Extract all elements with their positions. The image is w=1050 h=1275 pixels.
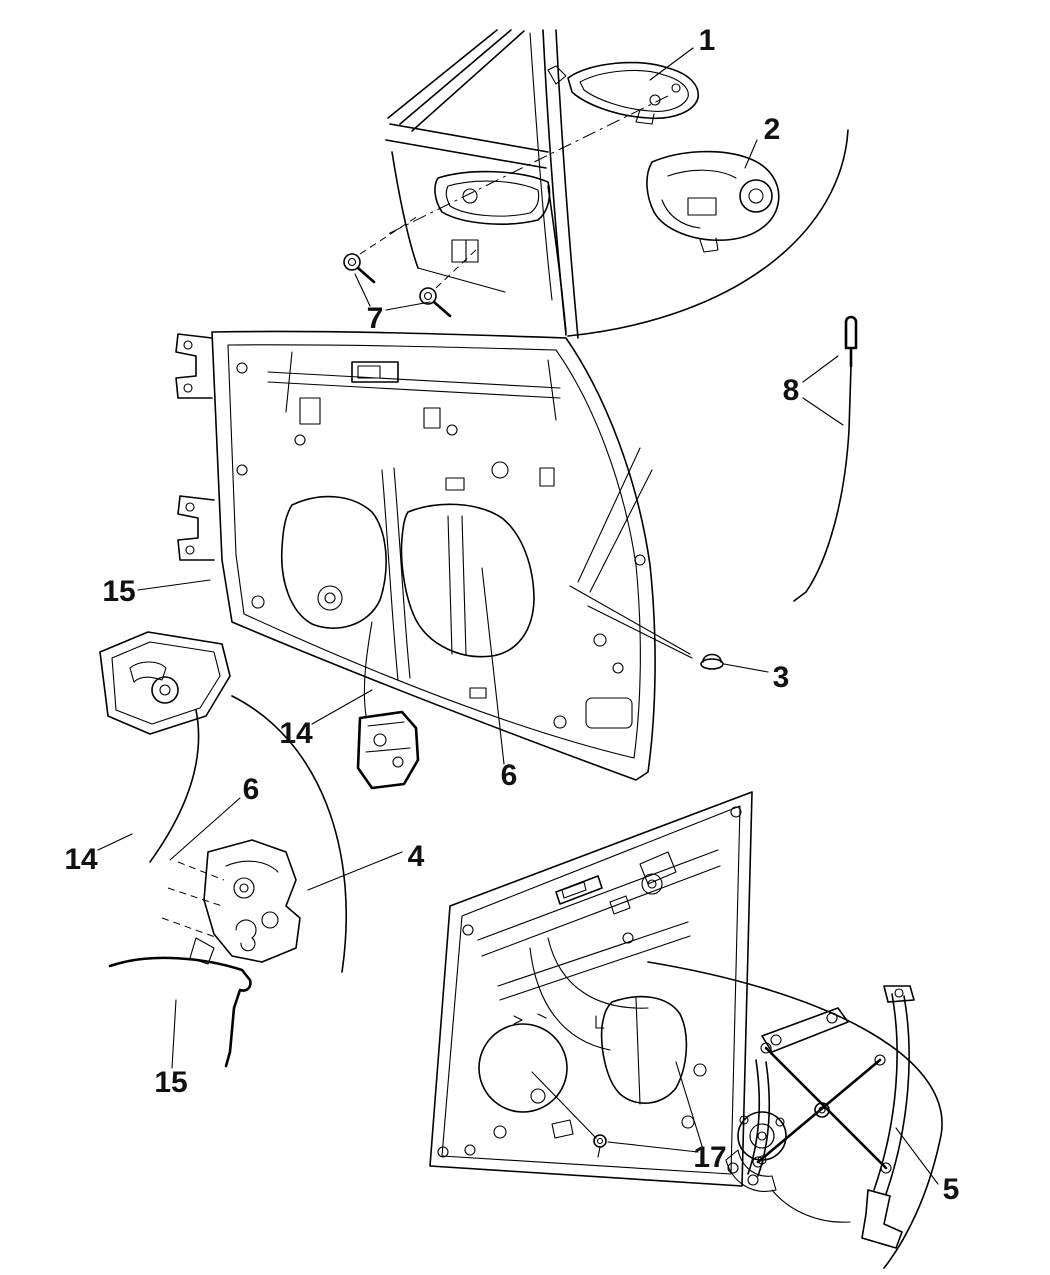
callout-5: 5 [943,1173,960,1206]
front-door-panel [175,330,693,781]
callout-7: 7 [367,302,384,335]
callout-14-left: 14 [64,843,98,876]
callout-1: 1 [699,24,716,57]
callout-labels: 1 2 7 8 15 3 14 6 6 4 14 15 17 5 [64,24,959,1206]
door-latch [356,621,420,790]
callout-6-left: 6 [243,773,260,806]
callout-2: 2 [764,113,781,146]
callout-15-upper: 15 [102,575,135,608]
callout-14-mid: 14 [279,717,313,750]
exterior-door-handle [387,61,699,235]
grommet-plug [700,653,724,670]
callout-4: 4 [408,840,425,873]
upper-door-frame [385,29,579,339]
callout-6-mid: 6 [501,759,518,792]
mounting-screws [343,215,479,318]
window-regulator [725,985,915,1249]
handle-bracket [646,150,780,253]
callout-15-lower: 15 [154,1066,187,1099]
callout-17: 17 [693,1141,726,1174]
leader-lines [97,47,939,1185]
lock-rod [793,315,858,602]
rear-door-panel [429,791,753,1187]
latch-detail-group [99,631,301,1068]
callout-8: 8 [783,374,800,407]
callout-3: 3 [773,661,790,694]
leader-arcs [231,129,943,1269]
